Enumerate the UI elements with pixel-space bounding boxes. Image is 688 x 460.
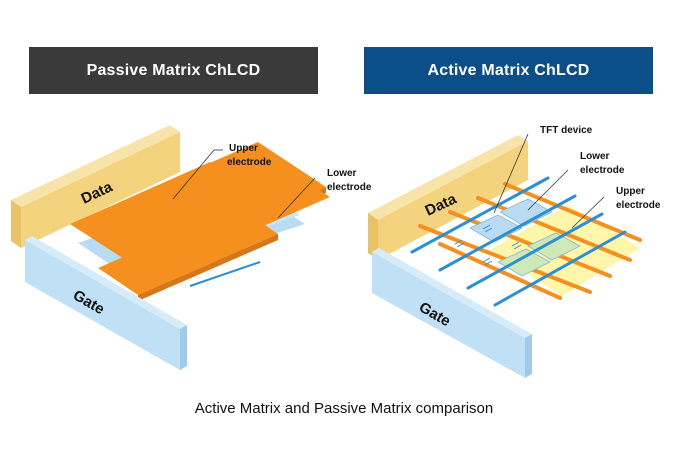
passive-lower-label-line2: electrode	[327, 182, 372, 193]
passive-lower-label-line1: Lower	[327, 168, 357, 179]
passive-upper-label-line1: Upper	[229, 143, 258, 154]
passive-matrix-banner: Passive Matrix ChLCD	[29, 47, 318, 94]
active-lower-label-line2: electrode	[580, 165, 625, 176]
active-column-lines	[410, 176, 627, 307]
active-upper-electrode-callout: Upper electrode	[571, 186, 661, 229]
active-pixel-electrodes	[469, 198, 581, 277]
passive-lower-electrode-callout: Lower electrode	[277, 168, 372, 219]
active-matrix-diagram: Data	[368, 125, 661, 378]
active-tft-marks	[454, 224, 522, 266]
active-gate-slab: Gate	[372, 248, 532, 378]
active-tft-callout: TFT device	[493, 125, 593, 214]
active-data-slab: Data	[368, 135, 528, 260]
active-matrix-banner: Active Matrix ChLCD	[364, 47, 653, 94]
passive-gate-slab: Gate	[25, 236, 187, 370]
active-lower-electrode-callout: Lower electrode	[527, 151, 625, 211]
passive-upper-electrode-callout: Upper electrode	[172, 143, 272, 200]
active-upper-label-line2: electrode	[616, 200, 661, 211]
passive-matrix-diagram: Data Gate	[11, 125, 372, 370]
active-upper-label-line1: Upper	[616, 186, 645, 197]
active-lower-label-line1: Lower	[580, 151, 610, 162]
passive-upper-label-line2: electrode	[227, 157, 272, 168]
figure-caption: Active Matrix and Passive Matrix compari…	[194, 400, 494, 417]
active-tft-label: TFT device	[540, 125, 593, 136]
passive-data-slab: Data	[11, 125, 180, 248]
